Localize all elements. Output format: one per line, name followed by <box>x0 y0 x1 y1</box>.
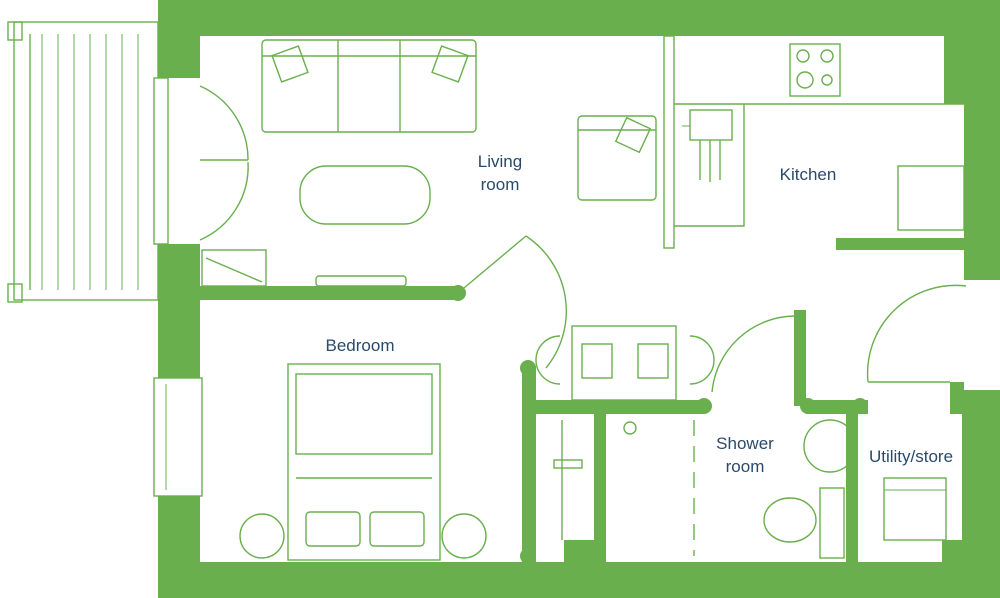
pillow-icon <box>305 511 361 547</box>
dining-chair <box>637 343 669 379</box>
dining-table <box>571 325 677 401</box>
wall-wardrobe-left <box>522 366 536 562</box>
door-hinge <box>800 398 816 414</box>
utility-door-swing <box>866 284 967 383</box>
bed <box>287 363 441 561</box>
sofa <box>261 39 477 133</box>
label-kitchen: Kitchen <box>780 165 837 184</box>
label-bedroom: Bedroom <box>326 336 395 355</box>
label-shower-room: Shower <box>716 434 774 453</box>
bedroom-furniture <box>153 363 583 561</box>
tv-unit <box>201 249 267 287</box>
wall-right-upper <box>944 0 1000 104</box>
balcony-door-swing <box>199 161 249 241</box>
cushion-icon <box>271 45 309 83</box>
radiator <box>315 275 407 287</box>
shower-head-icon <box>623 421 637 435</box>
hob-ring-icon <box>796 49 810 63</box>
wall-utility-left <box>846 414 858 562</box>
label-living-room: Living <box>478 152 522 171</box>
doors <box>199 85 967 393</box>
wall-top <box>158 0 1000 36</box>
wall-right-mid <box>964 104 1000 280</box>
dining-chair <box>581 343 613 379</box>
wall-left-bottom <box>158 496 200 598</box>
fridge <box>897 165 965 231</box>
room-labels: Living room Kitchen Bedroom Shower room … <box>326 152 954 476</box>
tv-screen <box>205 257 263 283</box>
hob-ring-icon <box>796 71 814 89</box>
armchair <box>577 115 657 201</box>
coffee-table <box>299 165 431 225</box>
wall-kitchen-bottom <box>836 238 964 250</box>
door-hinge <box>954 398 970 414</box>
hob-ring-icon <box>821 74 833 86</box>
balcony-door-swing <box>199 85 249 161</box>
armchair-cushion-icon <box>614 116 652 154</box>
wall-shower-right-top <box>794 310 806 406</box>
door-hinge <box>520 360 536 376</box>
basin <box>803 419 857 473</box>
bed-headboard <box>295 373 433 455</box>
door-hinge <box>520 548 536 564</box>
balcony-post <box>7 283 23 303</box>
toilet <box>763 497 817 543</box>
living-furniture <box>201 39 657 287</box>
balcony-frame <box>13 21 159 301</box>
bedside-lamp-icon <box>239 513 285 559</box>
toilet-cistern <box>819 487 845 559</box>
label-living-room-2: room <box>481 175 520 194</box>
kitchen-sink <box>689 109 733 141</box>
balcony-post <box>7 21 23 41</box>
wall-bottom <box>158 562 1000 598</box>
kitchen-partition <box>663 35 675 249</box>
wardrobe-hanger-icon <box>553 459 583 469</box>
balcony <box>7 21 169 303</box>
shower-fittings <box>623 419 857 559</box>
wall-left-mid <box>158 244 200 378</box>
balcony-door-frame <box>153 77 169 245</box>
hob-ring-icon <box>820 49 834 63</box>
label-utility-store: Utility/store <box>869 447 953 466</box>
living-door-leaf <box>457 235 527 294</box>
dining-chair-back <box>689 335 715 385</box>
cushion-icon <box>431 45 469 83</box>
interior-walls <box>200 238 970 564</box>
wall-shower-left <box>594 414 606 562</box>
pillow-icon <box>369 511 425 547</box>
wall-utility-bottom-right <box>942 540 964 562</box>
wall-left-top <box>158 0 200 78</box>
bedroom-window <box>153 377 203 497</box>
kitchen-fittings <box>663 35 965 249</box>
living-door-swing <box>525 235 568 369</box>
dining-furniture <box>535 325 715 401</box>
dining-chair-back <box>535 335 561 385</box>
utility-fittings <box>883 477 947 541</box>
shower-door-swing <box>711 315 795 393</box>
wall-wardrobe-top <box>522 400 704 414</box>
door-hinge <box>696 398 712 414</box>
washing-machine <box>883 477 947 541</box>
wall-living-bedroom <box>200 286 458 300</box>
hob <box>789 43 841 97</box>
outer-walls <box>158 0 1000 598</box>
kitchen-counter-edge <box>674 104 745 227</box>
wall-wardrobe-corner <box>564 540 606 562</box>
door-hinge <box>852 398 868 414</box>
bedside-lamp-icon <box>441 513 487 559</box>
label-shower-room-2: room <box>726 457 765 476</box>
